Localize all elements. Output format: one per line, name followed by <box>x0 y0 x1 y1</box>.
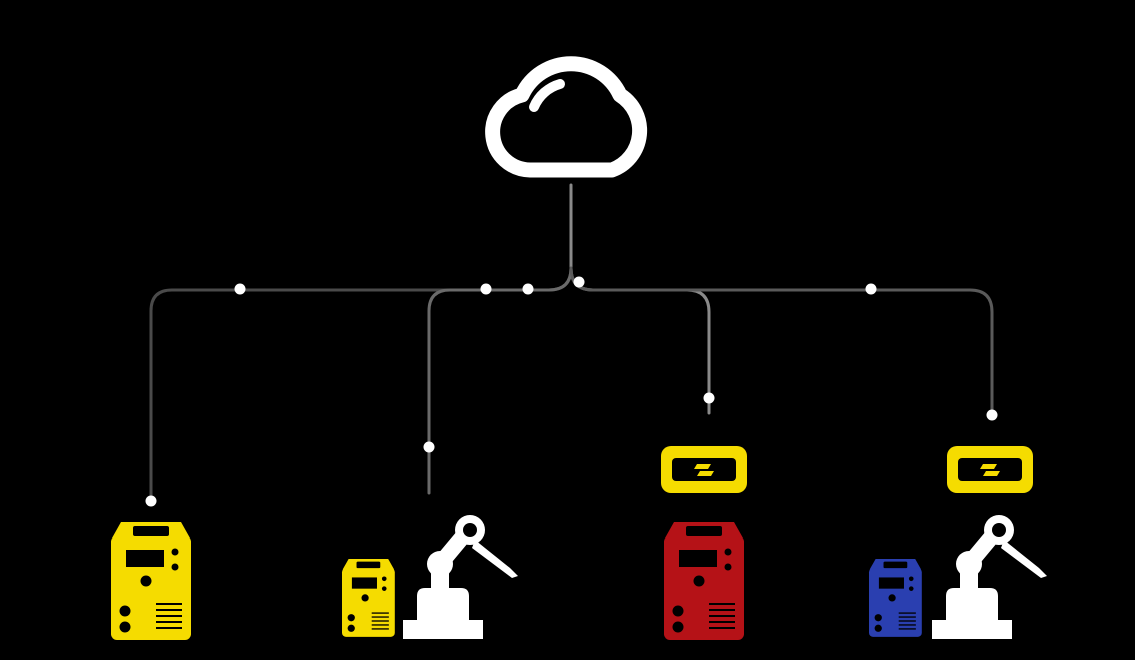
welding-machine-icon <box>342 558 395 637</box>
gateway-icon <box>947 446 1033 493</box>
connection-nodes <box>145 276 998 507</box>
wire-device-1 <box>149 266 573 499</box>
robot-arm-icon <box>403 515 518 639</box>
node <box>986 409 998 421</box>
welding-machine-icon <box>664 522 744 640</box>
node <box>573 276 585 288</box>
robot-arm-icon <box>932 515 1047 639</box>
node <box>423 441 435 453</box>
connection-lines <box>149 183 994 499</box>
node <box>480 283 492 295</box>
node <box>865 283 877 295</box>
welding-machine-icon <box>111 522 191 640</box>
node <box>703 392 715 404</box>
node <box>522 283 534 295</box>
welding-machine-icon <box>869 558 922 637</box>
wire-device-4 <box>569 266 994 414</box>
gateway-icon <box>661 446 747 493</box>
node <box>145 495 157 507</box>
wire-device-2 <box>427 266 573 495</box>
node <box>234 283 246 295</box>
cloud-icon <box>485 56 648 178</box>
